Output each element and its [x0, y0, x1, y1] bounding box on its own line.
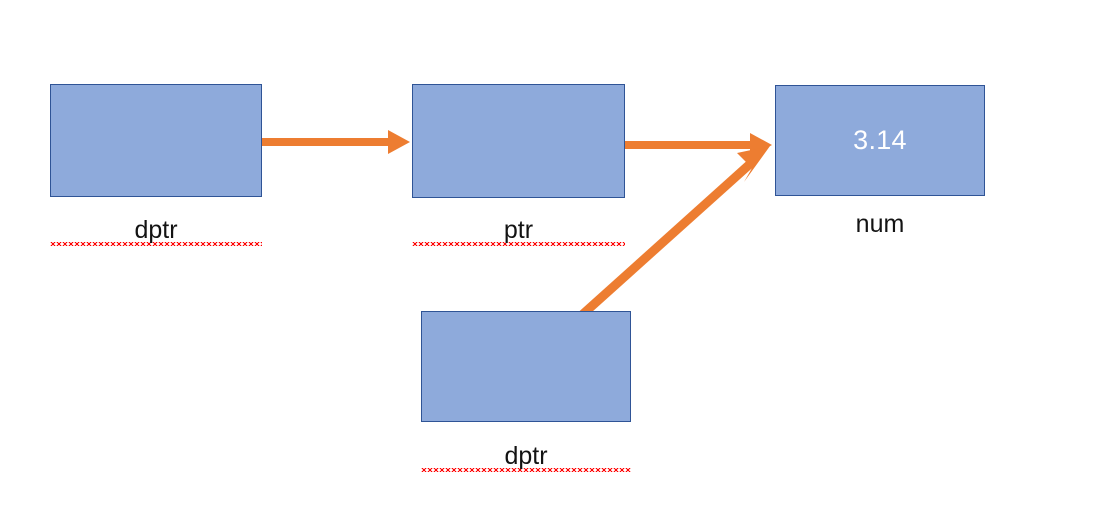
box-dptr-bottom[interactable] [421, 311, 631, 422]
box-num-value: 3.14 [853, 125, 907, 155]
box-num[interactable]: 3.14 [775, 85, 985, 196]
box-ptr-label: ptr [412, 218, 625, 246]
box-dptr-top[interactable] [50, 84, 262, 197]
box-num-label: num [855, 210, 905, 238]
box-ptr[interactable] [412, 84, 625, 198]
box-dptr-top-label: dptr [50, 218, 262, 246]
box-dptr-bottom-label: dptr [421, 444, 631, 472]
